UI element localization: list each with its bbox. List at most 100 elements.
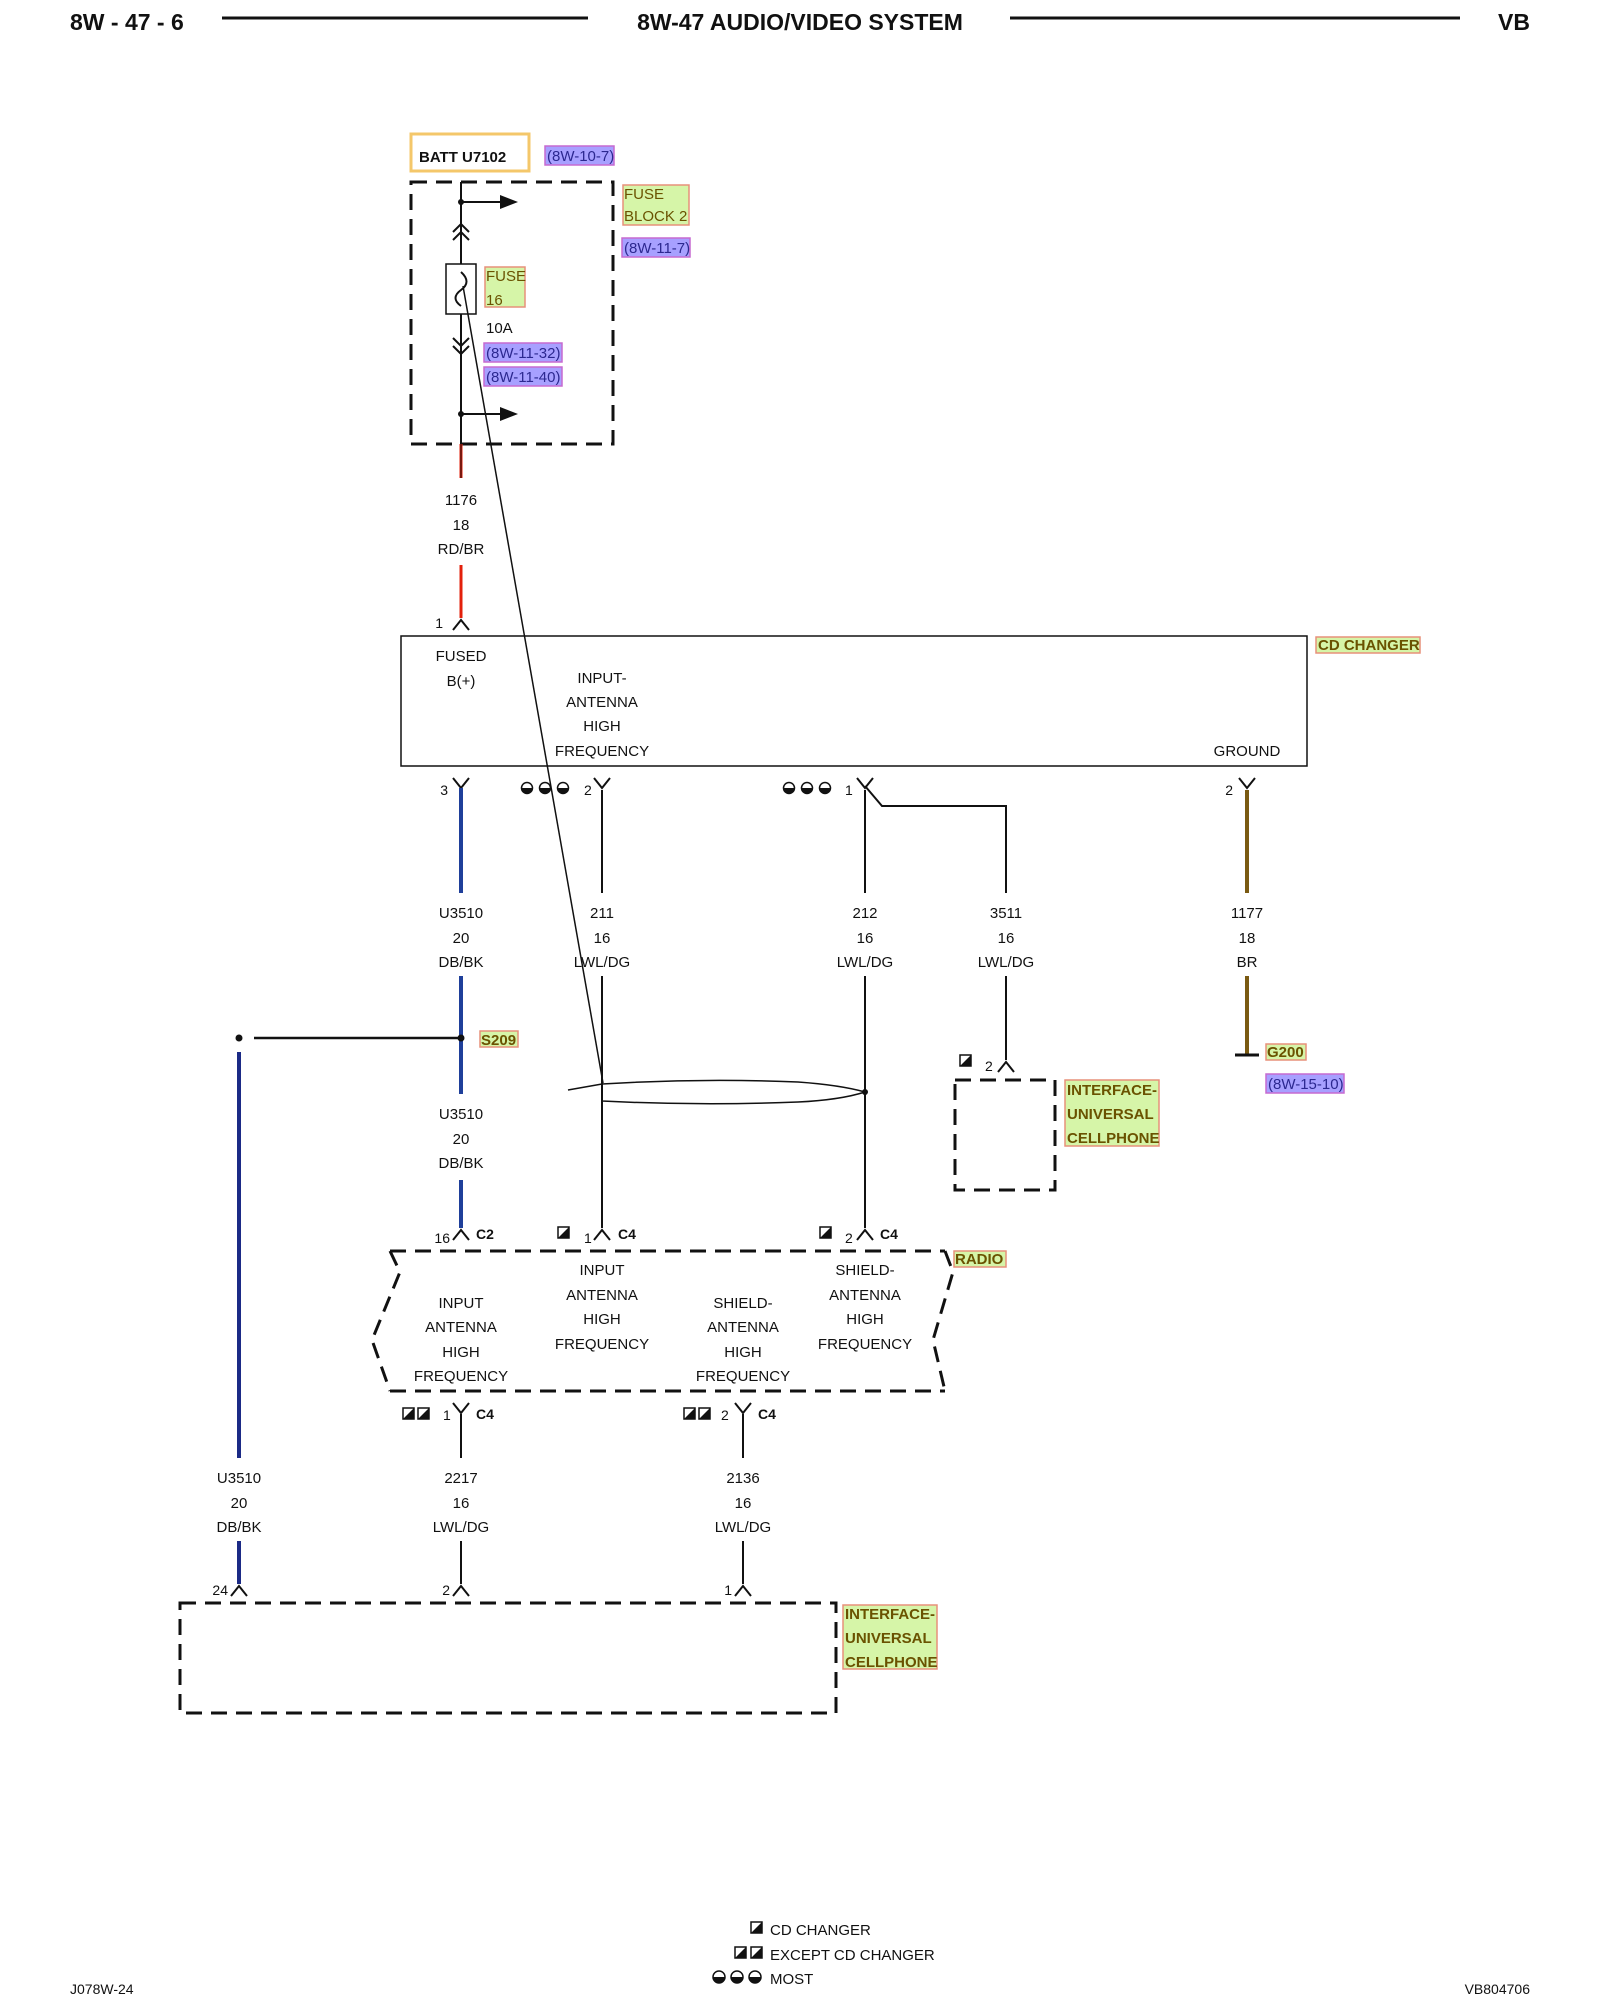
except-cd-changer-legend-icon xyxy=(683,1407,711,1420)
wire-3511-circuit: 3511 xyxy=(990,905,1022,922)
arrow-right-icon xyxy=(500,195,518,209)
pin-2-ground: 2 xyxy=(1225,782,1233,798)
connector-icon xyxy=(856,1229,874,1241)
fuse-ref2[interactable]: (8W-11-40) xyxy=(486,369,560,386)
pin-3: 3 xyxy=(440,782,448,798)
wire-2136-color: LWL/DG xyxy=(715,1519,771,1536)
interface-1-label-box xyxy=(1064,1079,1160,1147)
cd-changer-legend-icon xyxy=(750,1921,763,1934)
wire-211-color: LWL/DG xyxy=(574,954,630,971)
connector-c4-d: C4 xyxy=(758,1406,776,1422)
legend-except-cd-changer: EXCEPT CD CHANGER xyxy=(770,1947,935,1964)
wire-2136-gauge: 16 xyxy=(735,1495,752,1512)
fuse-ref1[interactable]: (8W-11-32) xyxy=(486,345,560,362)
splice-left-node xyxy=(235,1034,243,1042)
legend-cd-changer: CD CHANGER xyxy=(770,1922,871,1939)
splice-s209-label: S209 xyxy=(481,1032,516,1049)
interface-2-l1: INTERFACE- xyxy=(845,1606,935,1623)
shield-node xyxy=(862,1089,868,1095)
header-left: 8W - 47 - 6 xyxy=(70,9,184,35)
fuse-block-line2: BLOCK 2 xyxy=(624,208,687,225)
ground-ref[interactable]: (8W-15-10) xyxy=(1268,1076,1344,1093)
pin-2-bottom: 2 xyxy=(721,1407,729,1423)
cd-input-l3: HIGH xyxy=(583,718,621,735)
connector-icon xyxy=(1238,777,1256,789)
except-cd-changer-legend-icon xyxy=(402,1407,430,1420)
connector-icon xyxy=(593,1229,611,1241)
interface-1-l3: CELLPHONE xyxy=(1067,1130,1160,1147)
cd-changer-legend-icon xyxy=(959,1054,972,1067)
radio-c-l1: SHIELD- xyxy=(713,1295,772,1312)
radio-d-l1: SHIELD- xyxy=(835,1262,894,1279)
wire-212-circuit: 212 xyxy=(852,905,877,922)
interface-cellphone-box-2 xyxy=(178,1601,838,1715)
connector-icon xyxy=(593,777,611,789)
cd-changer-label-box xyxy=(1315,636,1421,654)
header-right: VB xyxy=(1498,9,1530,35)
radio-c-l3: HIGH xyxy=(724,1344,762,1361)
interface-1-l1: INTERFACE- xyxy=(1067,1082,1157,1099)
except-cd-changer-legend-icon xyxy=(734,1946,763,1959)
connector-double-icon xyxy=(452,337,470,356)
fuse-block-line1: FUSE xyxy=(624,186,664,203)
wire-u3510c-gauge: 20 xyxy=(231,1495,248,1512)
header-title: 8W-47 AUDIO/VIDEO SYSTEM xyxy=(637,9,963,35)
cd-fused-l1: FUSED xyxy=(436,648,487,665)
interface-1-l2: UNIVERSAL xyxy=(1067,1106,1154,1123)
radio-d-l3: HIGH xyxy=(846,1311,884,1328)
fuse-line1: FUSE xyxy=(486,268,526,285)
cd-input-l1: INPUT- xyxy=(577,670,626,687)
interface-cellphone-box-1 xyxy=(953,1078,1057,1192)
wire-u3510c-color: DB/BK xyxy=(216,1519,261,1536)
connector-icon xyxy=(452,1585,470,1597)
radio-c-l4: FREQUENCY xyxy=(696,1368,790,1385)
pin-1-bottom: 1 xyxy=(443,1407,451,1423)
most-legend-icon xyxy=(712,1970,762,1984)
fuse-block-ref[interactable]: (8W-11-7) xyxy=(624,240,690,257)
radio-d-l4: FREQUENCY xyxy=(818,1336,912,1353)
pin-1a: 1 xyxy=(845,782,853,798)
wire-1176-circuit: 1176 xyxy=(445,492,477,509)
splice-s209-label-box xyxy=(479,1030,519,1048)
radio-c-l2: ANTENNA xyxy=(707,1319,779,1336)
radio-label: RADIO xyxy=(955,1251,1004,1268)
cd-changer-legend-icon xyxy=(557,1226,570,1239)
radio-d-l2: ANTENNA xyxy=(829,1287,901,1304)
wire-1177-circuit: 1177 xyxy=(1231,905,1263,922)
wire-211-gauge: 16 xyxy=(594,930,611,947)
radio-b-l2: ANTENNA xyxy=(566,1287,638,1304)
interface-2-l2: UNIVERSAL xyxy=(845,1630,932,1647)
wire-3511-gauge: 16 xyxy=(998,930,1015,947)
wire-1176-gauge: 18 xyxy=(453,517,470,534)
batt-ref[interactable]: (8W-10-7) xyxy=(547,148,614,165)
radio-label-box xyxy=(953,1250,1007,1268)
batt-label: BATT U7102 xyxy=(419,149,506,166)
most-legend-icon xyxy=(520,781,570,795)
pin-24: 24 xyxy=(212,1582,228,1598)
interface-2-l3: CELLPHONE xyxy=(845,1654,938,1671)
connector-icon xyxy=(230,1585,248,1597)
pin-1176: 1 xyxy=(435,615,443,631)
pin-1b: 1 xyxy=(724,1582,732,1598)
pin-2b: 2 xyxy=(442,1582,450,1598)
radio-b-l4: FREQUENCY xyxy=(555,1336,649,1353)
twisted-pair-shield xyxy=(567,1079,868,1105)
batt-label-box xyxy=(409,132,531,173)
ground-ref-box xyxy=(1265,1073,1345,1094)
connector-icon xyxy=(734,1585,752,1597)
fuse-block-ref-box xyxy=(621,237,691,258)
connector-icon xyxy=(734,1402,752,1414)
pin-1-c4: 1 xyxy=(584,1230,592,1246)
cd-fused-l2: B(+) xyxy=(447,673,476,690)
wire-u3510a-circuit: U3510 xyxy=(439,905,483,922)
fuse-block-outline xyxy=(409,180,615,446)
wire-u3510b-gauge: 20 xyxy=(453,1131,470,1148)
pin-2a: 2 xyxy=(584,782,592,798)
connector-icon xyxy=(452,1402,470,1414)
ground-g200-label: G200 xyxy=(1267,1044,1304,1061)
wire-212-gauge: 16 xyxy=(857,930,874,947)
radio-b-l3: HIGH xyxy=(583,1311,621,1328)
wire-u3510b-color: DB/BK xyxy=(438,1155,483,1172)
radio-a-l3: HIGH xyxy=(442,1344,480,1361)
